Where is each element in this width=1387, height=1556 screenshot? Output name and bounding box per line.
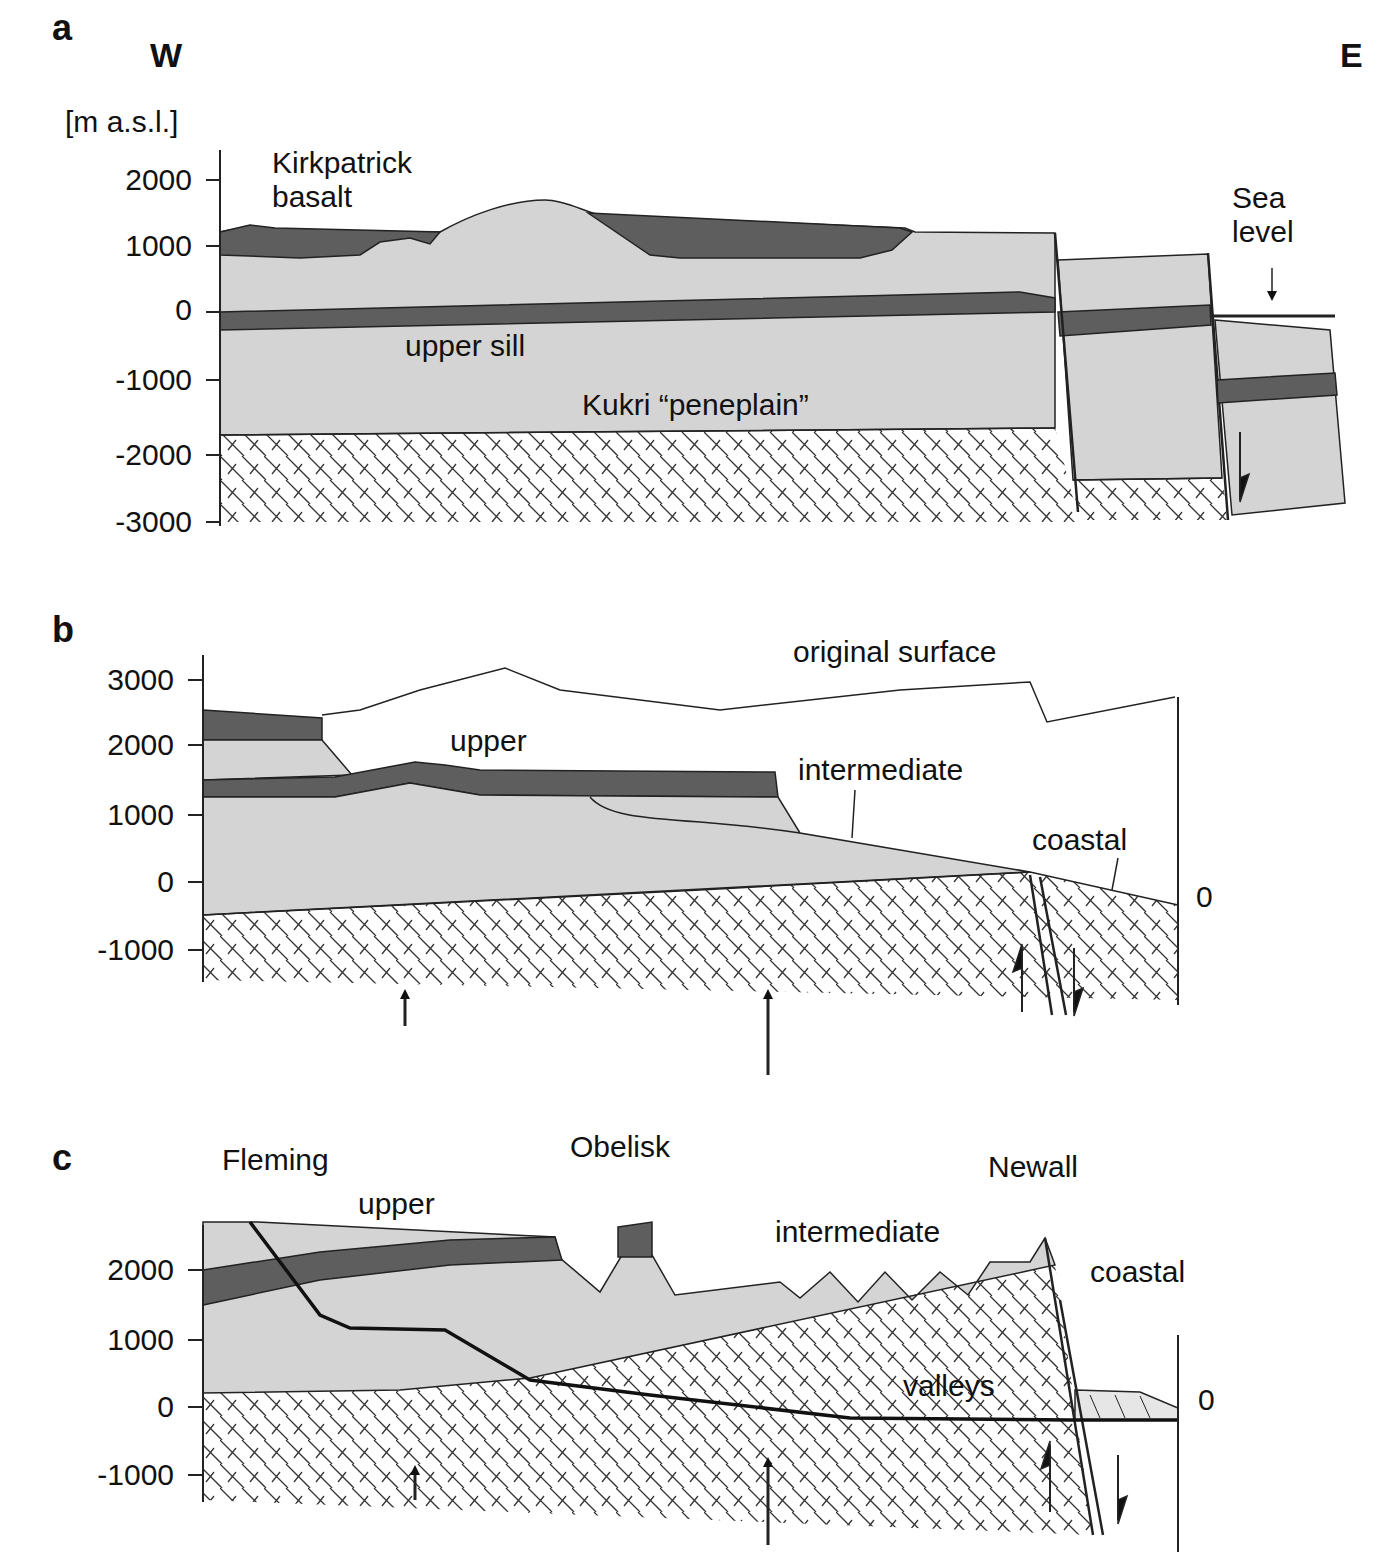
axis-tick: 0 [1196, 879, 1213, 915]
place-name: Newall [988, 1149, 1078, 1185]
panel-letter: c [52, 1136, 72, 1179]
axis-unit: [m a.s.l.] [65, 104, 178, 140]
surface-label: coastal [1032, 822, 1127, 858]
direction-label: W [150, 35, 182, 76]
axis-tick: 2000 [107, 1252, 174, 1288]
axis-tick: 1000 [107, 1322, 174, 1358]
surface-label: upper [358, 1186, 435, 1222]
axis-tick: -1000 [97, 1457, 174, 1493]
surface-label: original surface [793, 634, 996, 670]
axis-tick: 2000 [107, 727, 174, 763]
panel-letter: a [52, 6, 72, 49]
axis-tick: 0 [1198, 1382, 1215, 1418]
place-name: Fleming [222, 1142, 329, 1178]
axis-tick: 1000 [107, 797, 174, 833]
place-name: Obelisk [570, 1129, 670, 1165]
axis-tick: 0 [157, 1389, 174, 1425]
unit-label: Kukri “peneplain” [582, 387, 809, 423]
axis-tick: 3000 [107, 662, 174, 698]
surface-label: intermediate [775, 1214, 940, 1250]
axis-tick: 1000 [125, 228, 192, 264]
unit-label: Kirkpatrick basalt [272, 146, 472, 215]
sea-level-label: Sea level [1232, 181, 1342, 250]
surface-label: valleys [903, 1368, 995, 1404]
axis-tick: -3000 [115, 504, 192, 540]
surface-label: upper [450, 723, 527, 759]
axis-tick: -1000 [115, 362, 192, 398]
axis-tick: -1000 [97, 932, 174, 968]
surface-label: intermediate [798, 752, 963, 788]
panel-letter: b [52, 608, 74, 651]
axis-tick: 0 [157, 864, 174, 900]
axis-tick: -2000 [115, 437, 192, 473]
axis-tick: 2000 [125, 162, 192, 198]
axis-tick: 0 [175, 292, 192, 328]
surface-label: coastal [1090, 1254, 1185, 1290]
direction-label: E [1340, 35, 1363, 76]
unit-label: upper sill [405, 328, 525, 364]
